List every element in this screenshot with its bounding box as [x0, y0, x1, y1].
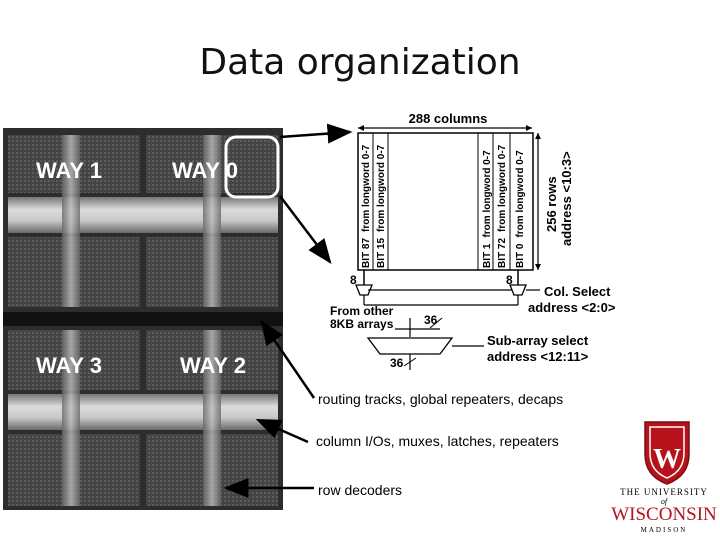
right-col-mux	[509, 284, 527, 296]
callout-line-bottom	[279, 195, 332, 264]
col-select-label: Col. Select	[544, 284, 611, 299]
sram-array: 288 columns BIT 87from longword 0-7 BIT …	[330, 111, 616, 370]
way-1-label: WAY 1	[36, 158, 102, 183]
annotation-column-io: column I/Os, muxes, latches, repeaters	[316, 433, 559, 449]
col-bit15-label: BIT 15from longword 0-7	[376, 144, 387, 268]
crest-icon	[644, 421, 690, 485]
logo-line1: THE UNIVERSITY	[620, 487, 708, 497]
way-3-label: WAY 3	[36, 353, 102, 378]
subarray-select-address: address <12:11>	[487, 349, 589, 364]
logo-line2: of	[661, 497, 669, 506]
col-bit72-label: BIT 72from longword 0-7	[497, 144, 508, 268]
die-photo: WAY 1 WAY 0 WAY 3 WAY 2	[3, 128, 283, 510]
from-other-line2: 8KB arrays	[330, 317, 394, 331]
col-bit87-label: BIT 87from longword 0-7	[361, 144, 372, 268]
slide-title: Data organization	[199, 42, 521, 83]
array-body	[357, 132, 534, 271]
annotation-row-decoders: row decoders	[318, 482, 402, 498]
highlight-box	[224, 135, 280, 199]
from-other-line1: From other	[330, 304, 394, 318]
annotation-arrow-routing	[260, 319, 316, 399]
annotation-arrow-column-io	[255, 418, 309, 444]
annotation-routing: routing tracks, global repeaters, decaps	[318, 391, 563, 407]
col-select-address: address <2:0>	[528, 300, 616, 315]
subarray-select-label: Sub-array select	[487, 333, 589, 348]
left-bus-width: 8	[350, 273, 357, 287]
way-2-label: WAY 2	[180, 353, 246, 378]
left-col-mux	[355, 284, 373, 296]
logo-line4: MADISON	[641, 526, 688, 534]
col-bit0-label: BIT 0from longword 0-7	[515, 150, 526, 268]
columns-label: 288 columns	[409, 111, 488, 126]
crest-mark: W	[653, 444, 681, 475]
university-logo: W THE UNIVERSITY of WISCONSIN MADISON	[611, 421, 717, 534]
rows-address-label: address <10:3>	[559, 151, 574, 246]
mux-out-width: 36	[390, 356, 404, 370]
way-0-label: WAY 0	[172, 158, 238, 183]
mux-in-width: 36	[424, 313, 438, 327]
subarray-mux	[366, 337, 454, 355]
logo-line3: WISCONSIN	[611, 504, 717, 525]
callout-line-top	[279, 123, 353, 144]
rows-label: 256 rows	[544, 176, 559, 232]
right-bus-width: 8	[506, 273, 513, 287]
col-bit1-label: BIT 1from longword 0-7	[482, 150, 493, 268]
